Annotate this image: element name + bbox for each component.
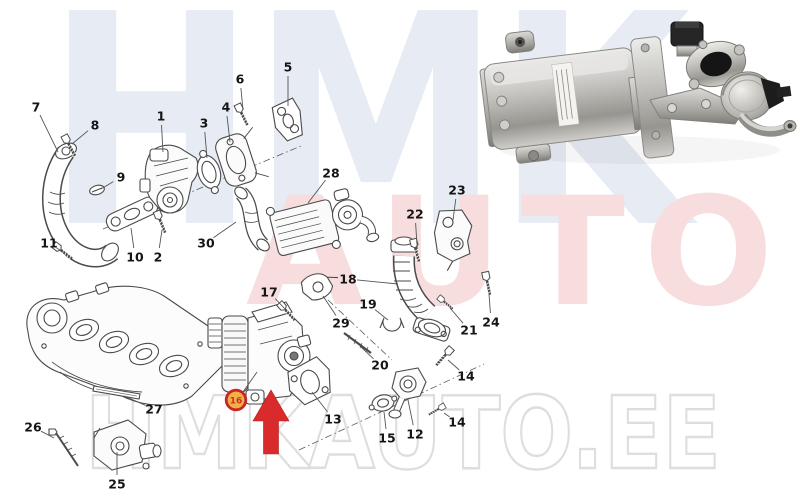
leader-line-6 bbox=[240, 87, 244, 111]
leader-line-27 bbox=[123, 395, 146, 406]
leader-line-26 bbox=[40, 430, 55, 439]
part-28-art bbox=[265, 188, 380, 256]
highlight-circle bbox=[224, 388, 248, 412]
product-photo bbox=[479, 21, 797, 164]
part-callout-29: 29 bbox=[332, 315, 350, 331]
part-12-art bbox=[388, 367, 427, 419]
part-callout-20: 20 bbox=[371, 357, 389, 373]
part-callout-9: 9 bbox=[116, 169, 126, 185]
part-callout-24: 24 bbox=[482, 314, 500, 330]
part-callout-10: 10 bbox=[126, 249, 144, 265]
leader-line-7 bbox=[39, 114, 59, 153]
watermark-auto: AUTO bbox=[246, 166, 792, 340]
leader-line-13 bbox=[311, 391, 328, 413]
part-callout-11: 11 bbox=[40, 235, 58, 251]
part-callout-8: 8 bbox=[90, 117, 100, 133]
part-1-art bbox=[139, 144, 199, 214]
leader-line-14b bbox=[443, 412, 450, 418]
part-callout-21: 21 bbox=[460, 322, 478, 338]
part-callout-13: 13 bbox=[324, 411, 342, 427]
part-callout-18: 18 bbox=[339, 271, 357, 287]
leader-line-23 bbox=[452, 198, 457, 221]
leader-line-22 bbox=[415, 222, 418, 246]
leader-line-12 bbox=[407, 399, 414, 426]
leader-line-21 bbox=[449, 307, 464, 324]
leader-line-18 bbox=[356, 279, 399, 285]
part-callout-23: 23 bbox=[448, 182, 466, 198]
leader-line-28 bbox=[307, 179, 326, 204]
part-callout-22: 22 bbox=[406, 206, 424, 222]
part-callout-12: 12 bbox=[406, 426, 424, 442]
part-9-art bbox=[89, 184, 105, 196]
part-13-art bbox=[287, 356, 331, 406]
part-callout-25: 25 bbox=[108, 476, 126, 492]
part-callout-2: 2 bbox=[153, 249, 163, 265]
leader-line-14 bbox=[447, 359, 460, 371]
highlight-part-number: 16 bbox=[230, 397, 243, 407]
highlight-arrow bbox=[252, 389, 290, 455]
part-callout-1: 1 bbox=[156, 108, 166, 124]
leader-line-3 bbox=[204, 131, 208, 159]
leader-line-2 bbox=[158, 229, 163, 249]
part-callout-5: 5 bbox=[283, 59, 293, 75]
part-7-art bbox=[42, 142, 119, 268]
leader-line-1 bbox=[161, 124, 164, 153]
part-25-art bbox=[93, 419, 162, 471]
part-27-art bbox=[92, 385, 141, 400]
leader-line-30 bbox=[213, 221, 237, 239]
part-26-art bbox=[48, 428, 79, 467]
part-23-art bbox=[433, 209, 473, 271]
part-callout-28: 28 bbox=[322, 165, 340, 181]
part-5-art bbox=[271, 97, 303, 142]
part-callout-14b: 14 bbox=[448, 414, 466, 430]
part-20-art bbox=[343, 332, 372, 354]
part-callout-4: 4 bbox=[221, 99, 231, 115]
part-callout-19: 19 bbox=[359, 296, 377, 312]
part-3-art bbox=[196, 149, 222, 195]
leader-line-10 bbox=[130, 227, 135, 249]
parts-lineart bbox=[26, 97, 495, 471]
part-19-art bbox=[379, 317, 405, 332]
highlight-group: 16 bbox=[224, 371, 290, 455]
part-callout-6: 6 bbox=[235, 71, 245, 87]
part-15-art bbox=[368, 394, 398, 412]
part-callout-17: 17 bbox=[260, 284, 278, 300]
part-callout-27: 27 bbox=[145, 401, 163, 417]
leader-line-20 bbox=[359, 345, 374, 360]
leader-line-17 bbox=[274, 298, 286, 310]
leader-line-4 bbox=[226, 115, 231, 143]
leader-lines bbox=[39, 76, 491, 475]
part-callout-7: 7 bbox=[31, 99, 41, 115]
part-30-art bbox=[234, 186, 270, 252]
leader-line-29 bbox=[322, 295, 337, 316]
part-18-art bbox=[390, 236, 451, 342]
leader-line-9 bbox=[100, 181, 114, 190]
part-callout-3: 3 bbox=[199, 115, 209, 131]
part-callout-30: 30 bbox=[197, 235, 215, 251]
leader-line-24 bbox=[488, 293, 491, 314]
leader-line-15 bbox=[383, 411, 387, 430]
leader-line-19 bbox=[374, 309, 389, 321]
leader-line-8 bbox=[71, 130, 89, 145]
part-29-art bbox=[300, 273, 339, 301]
part-4-art bbox=[215, 126, 269, 187]
intake-manifold-art bbox=[26, 282, 229, 406]
part-callout-15: 15 bbox=[378, 430, 396, 446]
leader-line-11 bbox=[56, 247, 64, 253]
part-callout-14: 14 bbox=[457, 368, 475, 384]
part-callout-26: 26 bbox=[24, 419, 42, 435]
